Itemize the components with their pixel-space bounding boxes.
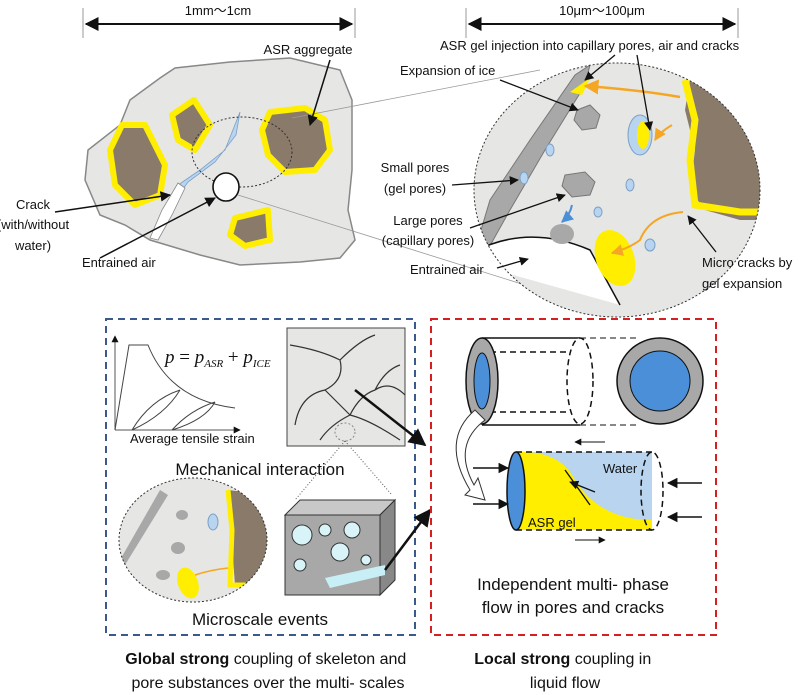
crack-network-square bbox=[286, 327, 406, 447]
pore-tube bbox=[465, 337, 640, 426]
concrete-specimen bbox=[84, 57, 541, 286]
scale-right-label: 10μm〜100μm bbox=[559, 3, 645, 18]
label-mechanical-interaction: Mechanical interaction bbox=[175, 460, 344, 479]
label-expansion-ice: Expansion of ice bbox=[400, 63, 495, 78]
scale-left-label: 1mm〜1cm bbox=[185, 3, 251, 18]
label-microscale-events: Microscale events bbox=[192, 610, 328, 629]
stress-strain-chart: Average tensile strain bbox=[111, 335, 255, 446]
pressure-equation: p = pASR + pICE bbox=[163, 347, 271, 370]
magnified-microstructure bbox=[473, 62, 761, 318]
label-small-pores: Small pores(gel pores) bbox=[381, 160, 450, 196]
label-entrained-air-right: Entrained air bbox=[410, 262, 484, 277]
microscale-thumbnail bbox=[118, 477, 268, 603]
porous-cube bbox=[283, 498, 397, 597]
scale-bar-left: 1mm〜1cm bbox=[82, 3, 356, 38]
scale-bar-right: 10μm〜100μm bbox=[465, 3, 739, 38]
caption-local: Local strong coupling in liquid flow bbox=[474, 651, 655, 692]
label-entrained-air-left: Entrained air bbox=[82, 255, 156, 270]
label-asr-gel: ASR gel bbox=[528, 515, 576, 530]
label-gel-injection: ASR gel injection into capillary pores, … bbox=[440, 38, 740, 53]
caption-global: Global strong coupling of skeleton and p… bbox=[125, 651, 410, 692]
label-asr-aggregate: ASR aggregate bbox=[264, 42, 353, 57]
multiphase-flow-tube: Water ASR gel bbox=[473, 438, 702, 544]
chart-xlabel: Average tensile strain bbox=[130, 431, 255, 446]
label-large-pores: Large pores(capillary pores) bbox=[382, 213, 474, 248]
label-water: Water bbox=[603, 461, 638, 476]
global-coupling-box: Average tensile strain p = pASR + pICE M… bbox=[105, 318, 432, 636]
pore-cross-section bbox=[616, 337, 704, 425]
